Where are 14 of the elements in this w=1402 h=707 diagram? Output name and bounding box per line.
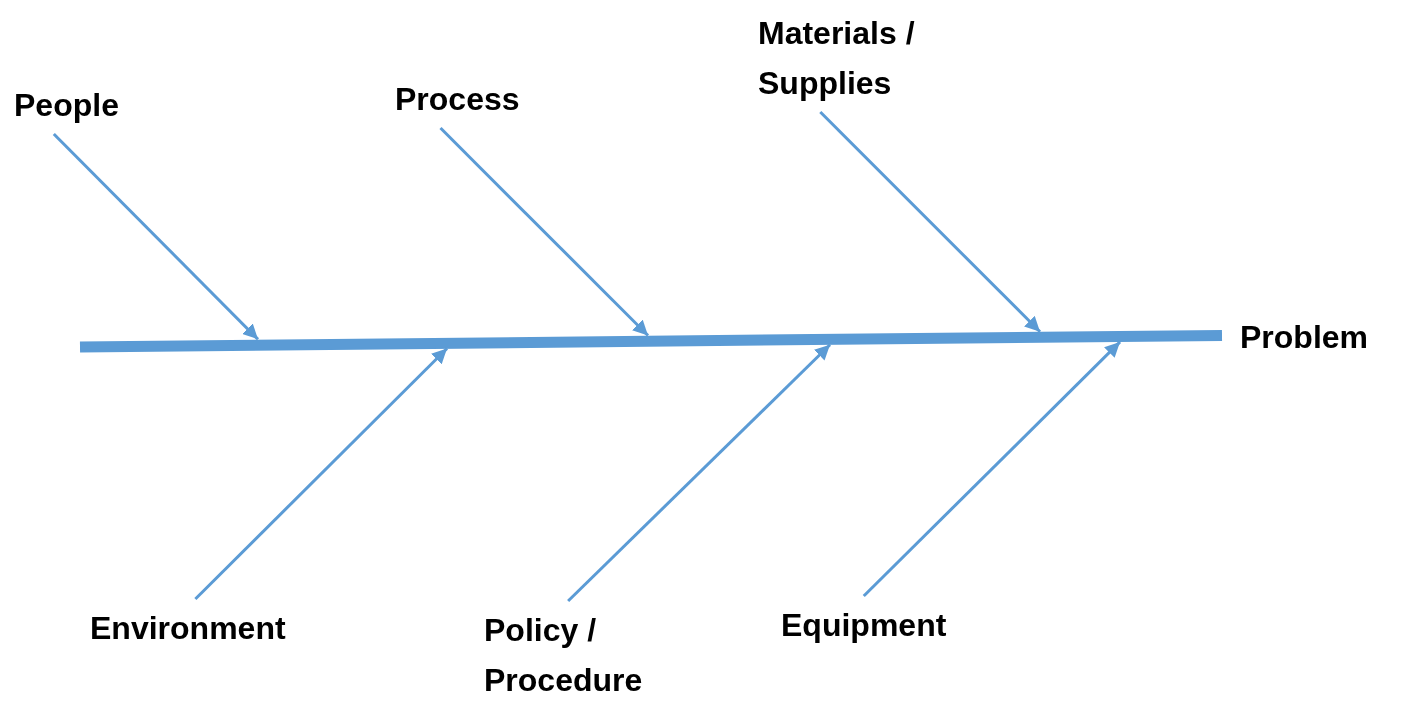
arrow (862, 340, 1122, 598)
arrow (194, 347, 449, 601)
category-label: Equipment (781, 606, 947, 645)
arrow (439, 126, 650, 337)
arrow (52, 132, 260, 341)
category-label: Environment (90, 609, 286, 648)
spine-line (79, 329, 1223, 353)
category-label: Process (395, 80, 520, 119)
category-label: People (14, 86, 119, 125)
category-label: Materials / Supplies (758, 14, 916, 103)
arrow (819, 110, 1042, 333)
category-label: Problem (1240, 318, 1369, 357)
category-label: Policy / Procedure (484, 611, 644, 700)
arrow (567, 343, 832, 603)
